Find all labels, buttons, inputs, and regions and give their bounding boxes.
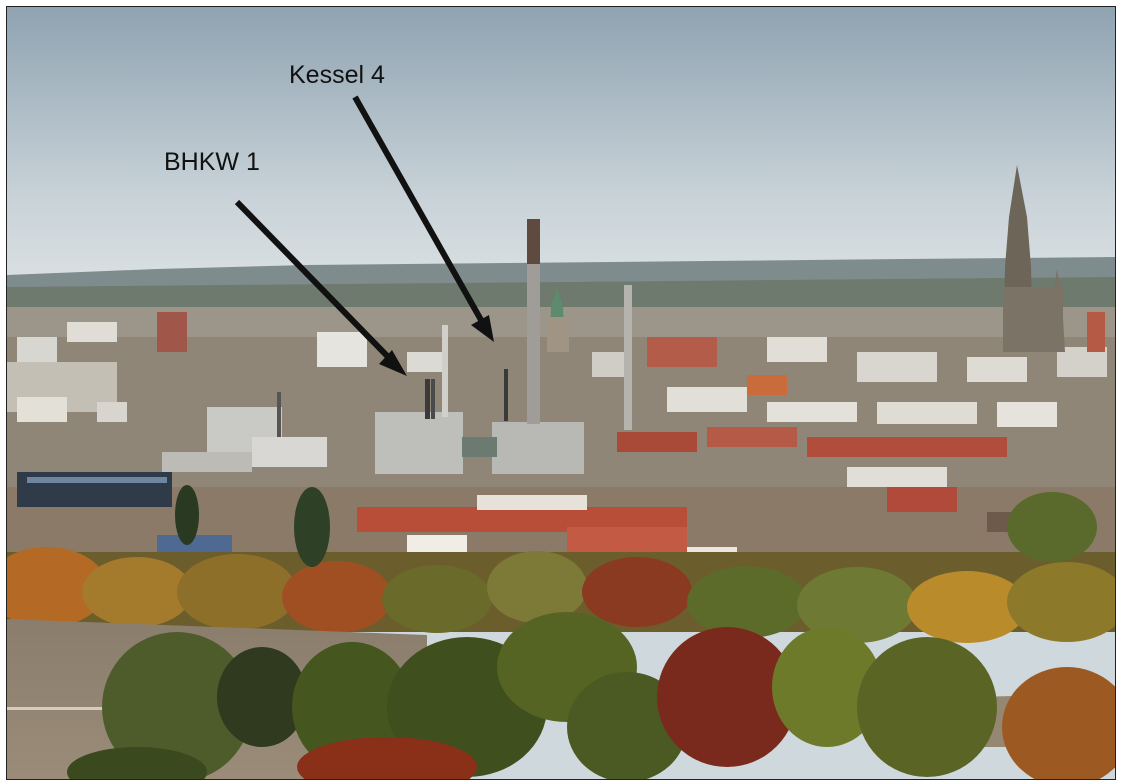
photo-frame: BHKW 1 Kessel 4 <box>6 6 1116 780</box>
label-bhkw-1: BHKW 1 <box>164 148 260 176</box>
power-plant <box>162 219 632 474</box>
minster-cathedral <box>1003 165 1105 352</box>
autumn-trees <box>7 485 1115 643</box>
city-photo: BHKW 1 Kessel 4 <box>7 7 1115 779</box>
foreground-trees <box>67 612 1115 779</box>
main-chimney <box>527 219 540 424</box>
annotation-arrow-bhkw <box>234 199 407 376</box>
annotation-arrow-kessel <box>352 95 494 342</box>
sky <box>7 7 1115 277</box>
label-kessel-4: Kessel 4 <box>289 61 385 89</box>
